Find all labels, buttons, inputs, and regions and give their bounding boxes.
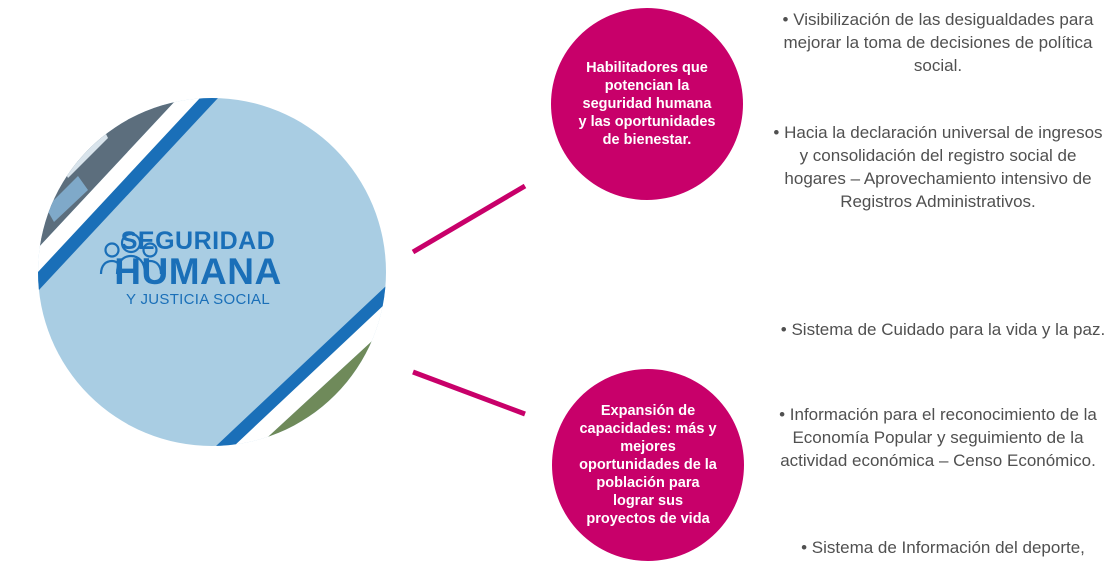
blue-band-bottom — [216, 286, 386, 446]
bullet-economia-popular: • Información para el reconocimiento de … — [768, 403, 1108, 472]
bullet-declaracion-ingresos: • Hacia la declaración universal de ingr… — [768, 121, 1108, 213]
connector-bottom — [412, 369, 526, 417]
photo-strip-bottom-light — [308, 378, 386, 446]
photo-detail-b — [46, 176, 88, 222]
bullet-text: • Sistema de Cuidado para la vida y la p… — [780, 320, 1106, 339]
blue-band-top — [38, 98, 218, 291]
people-group-icon — [99, 232, 163, 275]
bullet-deporte: • Sistema de Información del deporte, — [768, 536, 1117, 559]
circle-background-art — [38, 98, 386, 446]
bullet-text: • Hacia la declaración universal de ingr… — [773, 123, 1103, 211]
bullet-text: • Visibilización de las desigualdades pa… — [782, 10, 1094, 75]
emblem-title-line1: SEGURIDAD — [120, 227, 276, 255]
emblem: SEGURIDAD HUMANA Y JUSTICIA SOCIAL — [98, 228, 298, 310]
connector-top — [411, 183, 527, 255]
bullet-visibilizacion: • Visibilización de las desigualdades pa… — [768, 8, 1108, 77]
node-habilitadores: Habilitadores que potencian la seguridad… — [551, 8, 743, 200]
bullet-text: • Sistema de Información del deporte, — [801, 538, 1085, 557]
seguridad-humana-circle: SEGURIDAD HUMANA Y JUSTICIA SOCIAL — [38, 98, 386, 446]
photo-detail-a — [58, 118, 108, 178]
emblem-title-line2: HUMANA — [114, 251, 282, 292]
node-expansion-label: Expansión de capacidades: más y mejores … — [579, 403, 717, 527]
bullet-sistema-cuidado: • Sistema de Cuidado para la vida y la p… — [768, 318, 1117, 341]
bullet-text: • Información para el reconocimiento de … — [779, 405, 1097, 470]
node-habilitadores-label: Habilitadores que potencian la seguridad… — [578, 60, 716, 148]
node-expansion-capacidades: Expansión de capacidades: más y mejores … — [552, 369, 744, 561]
emblem-subtitle: Y JUSTICIA SOCIAL — [125, 291, 271, 308]
